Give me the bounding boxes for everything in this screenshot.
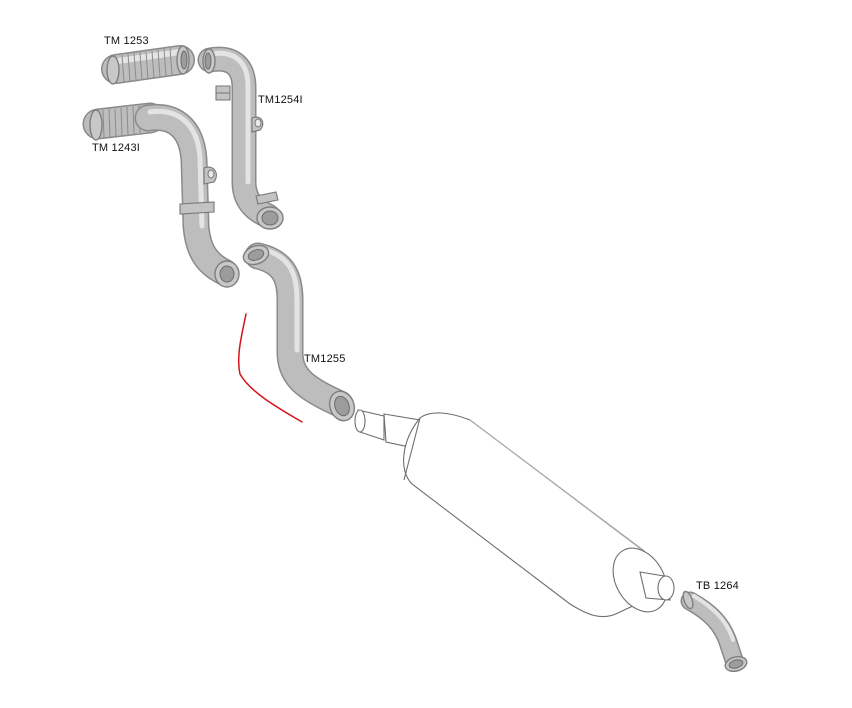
label-tb1264: TB 1264 <box>696 580 739 592</box>
red-annotation-stroke <box>237 313 303 423</box>
s-bend-pipe-tm1255 <box>242 242 356 422</box>
label-tm1255: TM1255 <box>304 353 346 365</box>
muffler <box>354 409 675 618</box>
label-tm1253: TM 1253 <box>104 35 149 47</box>
label-tm1243l: TM 1243I <box>92 142 141 154</box>
tailpipe-tb1264 <box>680 590 748 673</box>
bent-pipe-tm1243l <box>82 102 240 288</box>
label-tm1254l: TM1254I <box>258 94 303 106</box>
bent-pipe-tm1254l <box>197 46 284 230</box>
flex-pipe-tm1253 <box>101 45 195 85</box>
